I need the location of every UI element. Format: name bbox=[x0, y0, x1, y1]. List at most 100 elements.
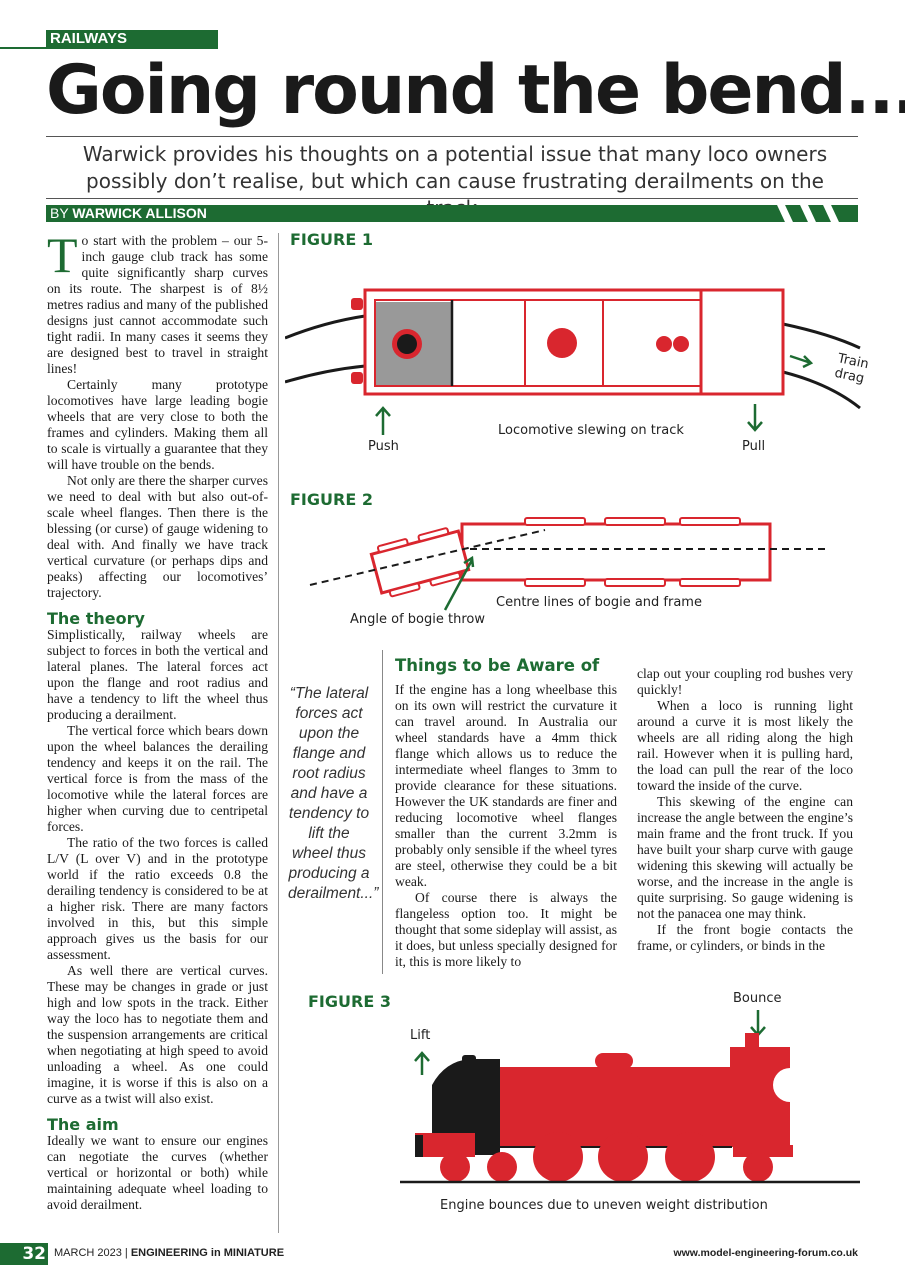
figure2-diagram bbox=[309, 517, 825, 611]
box-column-2: clap out your coupling rod bushes very q… bbox=[637, 666, 853, 954]
splasher bbox=[679, 517, 741, 526]
headline: Going round the bend... bbox=[46, 51, 905, 130]
bogie-wheel bbox=[417, 527, 450, 542]
page-number: 32 bbox=[0, 1243, 48, 1265]
figure1-caption: Locomotive slewing on track bbox=[498, 423, 684, 438]
bogie-wheel bbox=[429, 571, 462, 587]
splasher bbox=[604, 517, 666, 526]
pull-quote: “The lateral forces act upon the flange … bbox=[288, 685, 379, 902]
wheel-marker bbox=[547, 328, 577, 358]
figure3-bounce: Bounce bbox=[733, 991, 782, 1006]
box-paragraph: When a loco is running light around a cu… bbox=[637, 698, 853, 793]
buffer-beam bbox=[733, 1145, 793, 1157]
column-divider bbox=[278, 233, 279, 1233]
figure2-centre-label: Centre lines of bogie and frame bbox=[496, 595, 702, 610]
aim-paragraph: Ideally we want to ensure our engines ca… bbox=[47, 1133, 268, 1212]
aim-heading: The aim bbox=[47, 1115, 119, 1134]
byline: BY WARWICK ALLISON bbox=[46, 205, 858, 222]
splasher bbox=[679, 578, 741, 587]
figure3-caption: Engine bounces due to uneven weight dist… bbox=[440, 1198, 768, 1213]
figure1-drag: Train drag bbox=[833, 351, 870, 387]
footer-separator: | bbox=[124, 1247, 128, 1259]
figure2-label: FIGURE 2 bbox=[290, 490, 373, 509]
splasher bbox=[524, 578, 586, 587]
wheel bbox=[487, 1152, 517, 1182]
rail bbox=[782, 322, 861, 350]
buffer bbox=[351, 372, 363, 384]
box-heading: Things to be Aware of bbox=[395, 656, 600, 675]
section-tag-underline bbox=[0, 47, 218, 49]
byline-prefix: BY bbox=[50, 205, 69, 221]
box-paragraph: This skewing of the engine can increase … bbox=[637, 794, 853, 921]
figure2-angle-label: Angle of bogie throw bbox=[350, 612, 485, 627]
smokebox bbox=[699, 288, 785, 396]
headline-rule bbox=[46, 136, 858, 137]
drop-cap: T bbox=[47, 227, 78, 283]
box-paragraph: If the front bogie contacts the frame, o… bbox=[637, 922, 853, 953]
rail bbox=[285, 364, 366, 384]
byline-stripe bbox=[823, 205, 839, 222]
pull-arrow-icon bbox=[747, 404, 763, 432]
dome bbox=[595, 1053, 633, 1069]
chimney bbox=[745, 1033, 759, 1049]
wheel bbox=[598, 1132, 648, 1182]
cab bbox=[432, 1059, 500, 1155]
figure1-push: Push bbox=[368, 439, 399, 454]
box-paragraph: Of course there is always the flangeless… bbox=[395, 890, 617, 969]
theory-paragraph: The ratio of the two forces is called L/… bbox=[47, 835, 268, 962]
theory-paragraph: Simplistically, railway wheels are subje… bbox=[47, 627, 268, 722]
wheel bbox=[533, 1132, 583, 1182]
intro-paragraph: o start with the problem – our 5-inch ga… bbox=[47, 233, 268, 376]
rail bbox=[285, 314, 366, 340]
theory-paragraph: The vertical force which bears down upon… bbox=[47, 723, 268, 834]
intro-paragraph: Certainly many prototype locomotives hav… bbox=[47, 377, 268, 472]
standfirst: Warwick provides his thoughts on a poten… bbox=[82, 142, 828, 220]
byline-stripe bbox=[800, 205, 816, 222]
push-arrow-icon bbox=[375, 406, 391, 435]
box-divider bbox=[382, 650, 383, 974]
bogie-wheel bbox=[388, 582, 421, 598]
angle-arrow-icon bbox=[443, 555, 475, 611]
figure3-diagram bbox=[400, 1010, 860, 1184]
box-paragraph: If the engine has a long wheelbase this … bbox=[395, 682, 617, 889]
buffer bbox=[415, 1135, 423, 1157]
wheel-marker bbox=[673, 336, 689, 352]
byline-stripe bbox=[777, 205, 793, 222]
wheel bbox=[440, 1152, 470, 1182]
footer-issue: MARCH 2023 | ENGINEERING in MINIATURE bbox=[54, 1247, 284, 1259]
bogie bbox=[369, 527, 471, 598]
footer-magazine: ENGINEERING in MINIATURE bbox=[130, 1247, 285, 1259]
footer-url[interactable]: www.model-engineering-forum.co.uk bbox=[673, 1247, 858, 1259]
bogie-body bbox=[369, 529, 471, 595]
box-column: If the engine has a long wheelbase this … bbox=[395, 682, 617, 970]
lift-arrow-icon bbox=[414, 1051, 430, 1075]
figure1-label: FIGURE 1 bbox=[290, 230, 373, 249]
box-paragraph: clap out your coupling rod bushes very q… bbox=[637, 666, 853, 697]
drag-arrow-icon bbox=[789, 354, 814, 369]
wheel bbox=[743, 1152, 773, 1182]
wheel bbox=[665, 1132, 715, 1182]
footer-date: MARCH 2023 bbox=[54, 1247, 122, 1259]
bounce-arrow-icon bbox=[750, 1010, 766, 1037]
figure1-diagram bbox=[285, 288, 861, 435]
bogie-wheel bbox=[376, 538, 409, 553]
byline-author: WARWICK ALLISON bbox=[72, 205, 207, 221]
theory-paragraph: As well there are vertical curves. These… bbox=[47, 963, 268, 1106]
section-tag: RAILWAYS bbox=[46, 30, 218, 48]
splasher bbox=[604, 578, 666, 587]
wheel-marker bbox=[397, 334, 417, 354]
theory-heading: The theory bbox=[47, 609, 145, 628]
standfirst-rule bbox=[46, 198, 858, 199]
wheel-marker bbox=[656, 336, 672, 352]
footplate bbox=[415, 1133, 475, 1157]
frame bbox=[460, 522, 772, 582]
figure3-label: FIGURE 3 bbox=[308, 992, 391, 1011]
bogie-centreline bbox=[309, 529, 546, 586]
figure3-lift: Lift bbox=[410, 1028, 431, 1043]
intro-paragraph: Not only are there the sharper curves we… bbox=[47, 473, 268, 600]
splasher bbox=[524, 517, 586, 526]
rail bbox=[782, 370, 861, 410]
buffer bbox=[351, 298, 363, 310]
figure1-pull: Pull bbox=[742, 439, 766, 454]
